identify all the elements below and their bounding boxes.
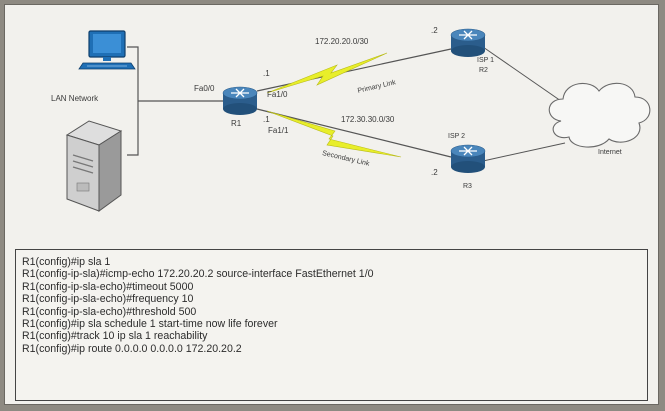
lan-network-label: LAN Network [51,94,99,103]
config-line: R1(config)#track 10 ip sla 1 reachabilit… [22,330,208,343]
secondary-link-bolt [266,110,402,158]
primary-subnet-label: 172.20.20.0/30 [315,37,369,46]
r2-ip-label: .2 [431,26,438,35]
config-lines: R1(config)#ip sla 1 R1(config-ip-sla)#ic… [22,256,374,355]
primary-link-bolt [266,52,388,94]
r1-fa11-label: Fa1/1 [268,126,289,135]
config-line: R1(config-ip-sla-echo)#frequency 10 [22,293,194,306]
config-line: R1(config-ip-sla-echo)#timeout 5000 [22,280,194,293]
internet-label: Internet [598,149,622,156]
isp1-internet-line [482,46,562,102]
isp1-label: ISP 1 [477,57,494,64]
isp2-internet-line [482,142,566,162]
server-icon [65,120,123,212]
router-r3-icon [450,144,486,173]
primary-link-line [256,48,452,92]
r3-ip-label: .2 [431,168,438,177]
r2-name-label: R2 [479,67,488,74]
isp2-label: ISP 2 [448,133,465,140]
config-line: R1(config)#ip sla 1 [22,256,111,268]
figure-frame: LAN Network Internet Fa0/0 .1 Fa1/0 .1 F… [4,4,659,405]
lan-monitor-icon [78,30,136,70]
r1-fa10-label: Fa1/0 [267,90,288,99]
r1-fa11-ip-label: .1 [263,115,270,124]
router-r1-icon [222,86,258,115]
internet-cloud [548,82,651,148]
lan-connector-lines [127,46,223,156]
r1-fa10-ip-label: .1 [263,69,270,78]
r3-name-label: R3 [463,183,472,190]
config-line: R1(config-ip-sla-echo)#threshold 500 [22,305,197,318]
secondary-link-line [256,108,452,158]
config-line: R1(config)#ip route 0.0.0.0 0.0.0.0 172.… [22,342,242,355]
config-box: R1(config)#ip sla 1 R1(config-ip-sla)#ic… [15,249,648,401]
config-line: R1(config-ip-sla)#icmp-echo 172.20.20.2 … [22,268,374,281]
r1-name-label: R1 [231,119,242,128]
network-diagram [65,28,651,212]
secondary-subnet-label: 172.30.30.0/30 [341,115,395,124]
config-line: R1(config)#ip sla schedule 1 start-time … [22,318,278,331]
router-r2-icon [450,28,486,57]
r1-fa00-label: Fa0/0 [194,84,215,93]
